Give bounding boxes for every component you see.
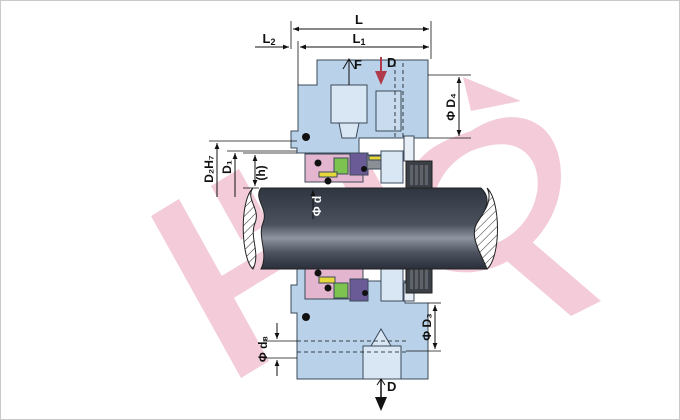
label-D2H7: D₂H₇ (202, 155, 216, 183)
label-D-top: D (387, 55, 396, 70)
label-h: (h) (254, 165, 268, 180)
dimension-D2H7: D₂H₇ (202, 140, 297, 197)
label-D3: Φ D₃ (420, 313, 434, 340)
dimension-L: L (290, 12, 432, 59)
dimension-d8: Φ d₈ (256, 323, 297, 376)
seal-assembly-lower (304, 268, 404, 302)
shaft (242, 187, 498, 270)
drain-port-D-bottom: D (375, 378, 396, 411)
label-L: L (355, 12, 363, 27)
flush-port-F: F (342, 57, 362, 85)
label-L2: L2 (263, 31, 276, 47)
label-D4: Φ D₄ (444, 93, 458, 121)
label-D-bottom: D (387, 379, 396, 394)
label-d8: Φ d₈ (256, 336, 270, 362)
seal-assembly-upper (304, 150, 404, 185)
label-L1: L1 (353, 31, 366, 47)
locking-collar-upper (405, 160, 433, 190)
dimension-L2: L2 (255, 31, 313, 50)
drain-port-D-top: D (375, 55, 396, 85)
dimension-D4: Φ D₄ (428, 74, 471, 139)
dimension-h: (h) (243, 152, 297, 189)
label-d: Φ d (310, 196, 324, 217)
dimension-D3: Φ D₃ (406, 302, 441, 352)
dimension-L1: L1 (297, 31, 429, 85)
dimension-d: Φ d (310, 190, 324, 219)
label-F: F (354, 57, 362, 72)
housing-upper (290, 59, 429, 162)
label-D1: D₁ (220, 160, 234, 174)
dimension-D1: D₁ (220, 150, 297, 197)
